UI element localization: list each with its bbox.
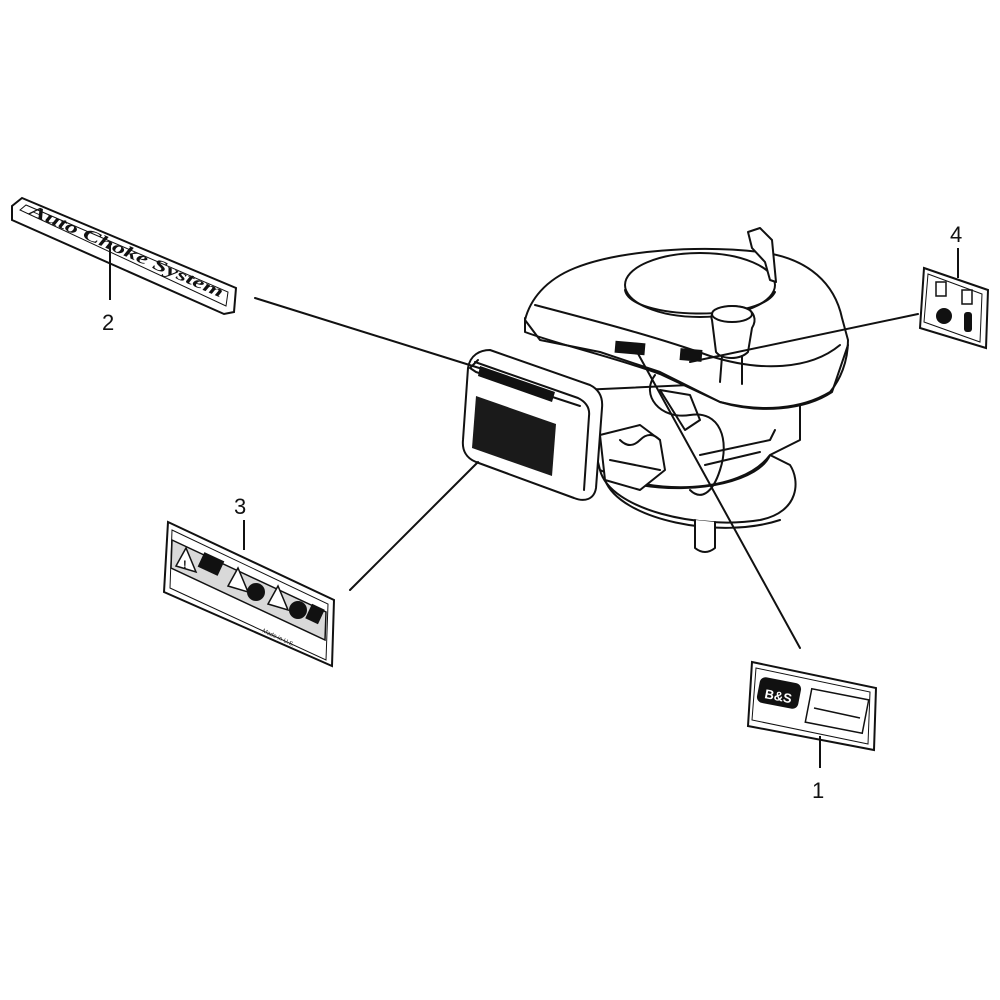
part-1-label: B&S 1 <box>746 660 878 803</box>
leader-lines <box>254 297 919 649</box>
temperature-icon <box>964 312 972 332</box>
choke-decal <box>918 266 990 350</box>
logo-badge <box>756 677 802 709</box>
auto-choke-text: Auto Choke System <box>25 201 226 301</box>
fuel-line <box>649 374 725 496</box>
fuel-pump-icon-left <box>935 281 947 297</box>
oil-fill-cap-top <box>711 305 753 323</box>
leader-line-1 <box>635 349 801 649</box>
model-number-box <box>804 687 870 735</box>
leader-line-4 <box>689 313 919 363</box>
auto-choke-decal-inner <box>19 204 229 307</box>
crankshaft <box>694 519 716 553</box>
dipstick-tube <box>719 355 743 385</box>
part-4-label: 4 <box>918 222 990 350</box>
callout-4: 4 <box>950 222 962 247</box>
part-3-label: 3 ! Made in U.S. <box>162 494 336 668</box>
model-badge-decal-inner <box>751 667 871 745</box>
recoil-starter <box>624 252 776 318</box>
air-filter-top-stripe <box>478 366 555 402</box>
model-badge-text: B&S <box>763 686 793 706</box>
governor-spring <box>609 434 661 471</box>
leader-line-2 <box>254 297 493 373</box>
part-2-label: Auto Choke System 2 <box>11 196 238 335</box>
tank-decal-right <box>679 348 703 362</box>
fuel-pump-icon-right <box>961 289 973 305</box>
engine-base-flange-lower <box>604 479 781 529</box>
choke-symbol-icon <box>936 308 952 324</box>
exclamation-icon: ! <box>183 559 187 571</box>
engine-illustration <box>461 227 849 553</box>
choke-decal-inner <box>923 273 983 343</box>
throttle-linkage <box>659 389 776 466</box>
air-filter-face-decal <box>472 396 556 476</box>
fire-hazard-icon <box>247 583 265 601</box>
handle-bracket <box>747 227 777 283</box>
hot-surface-icon <box>289 601 307 619</box>
leader-line-3 <box>349 461 479 591</box>
air-filter-cover-edge <box>474 361 591 491</box>
fire-warning-icon <box>226 566 250 594</box>
carburetor <box>599 424 666 491</box>
callout-3: 3 <box>234 494 246 519</box>
gloves-icon <box>305 603 325 625</box>
model-number-line <box>813 707 861 719</box>
engine-shroud-rim <box>524 317 849 410</box>
warning-triangle-icon <box>174 546 198 574</box>
manual-icon <box>197 552 225 576</box>
callout-1: 1 <box>812 778 824 803</box>
recoil-starter-side <box>624 289 776 315</box>
hot-surface-warning-icon <box>266 584 290 612</box>
engine-shroud-edge <box>534 304 841 368</box>
callout-2: 2 <box>102 310 114 335</box>
